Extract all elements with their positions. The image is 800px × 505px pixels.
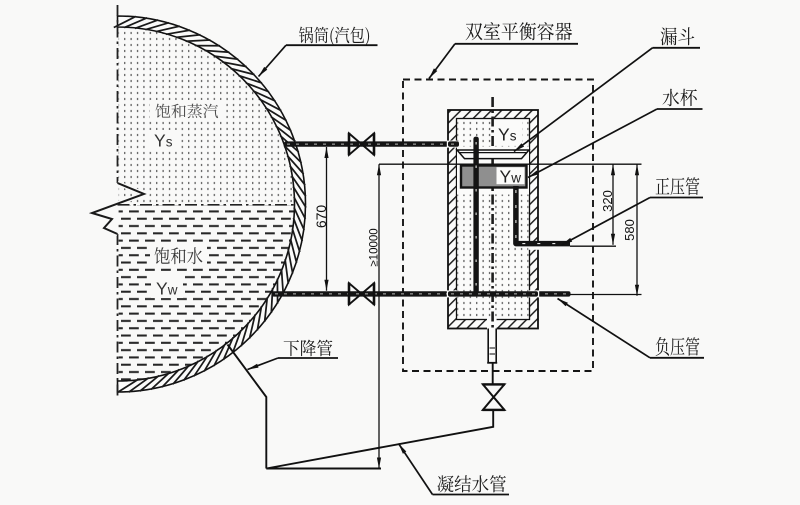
svg-text:≥10000: ≥10000 (369, 228, 381, 266)
svg-text:Yw: Yw (500, 167, 522, 187)
svg-text:320: 320 (600, 190, 615, 212)
svg-text:Ys: Ys (154, 131, 173, 151)
svg-text:580: 580 (622, 219, 637, 241)
svg-text:670: 670 (313, 205, 329, 229)
svg-text:Yw: Yw (156, 279, 178, 299)
svg-text:Ys: Ys (498, 125, 517, 145)
